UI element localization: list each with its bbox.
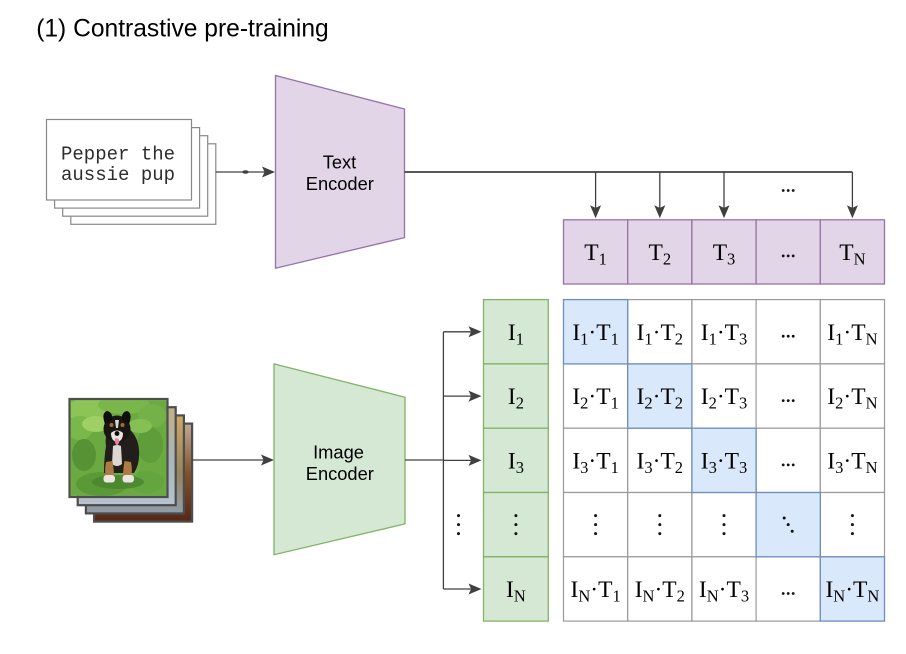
svg-text:I1​·T2​: I1​·T2​ <box>637 320 684 349</box>
svg-text:I1​·T3​: I1​·T3​ <box>701 320 748 349</box>
svg-text:I3​·T3​: I3​·T3​ <box>701 448 748 477</box>
svg-text:I3​·T2​: I3​·T2​ <box>637 448 684 477</box>
svg-text:aussie pup: aussie pup <box>61 164 175 186</box>
svg-text:IN​·T1​: IN​·T1​ <box>571 577 621 606</box>
svg-text:TN​: TN​ <box>839 240 865 269</box>
svg-text:I3​: I3​ <box>508 448 524 477</box>
svg-text:I1​·TN​: I1​·TN​ <box>827 320 877 349</box>
svg-text:I2​·T2​: I2​·T2​ <box>637 384 684 413</box>
svg-text:Encoder: Encoder <box>306 463 374 484</box>
svg-text:I3​·T1​: I3​·T1​ <box>572 448 619 477</box>
svg-text:I3​·TN​: I3​·TN​ <box>827 448 877 477</box>
svg-text:I2​·T3​: I2​·T3​ <box>701 384 748 413</box>
svg-text:Text: Text <box>323 152 357 173</box>
svg-text:T2​: T2​ <box>648 240 671 269</box>
svg-text:I2​·TN​: I2​·TN​ <box>827 384 877 413</box>
svg-text:IN​·T3​: IN​·T3​ <box>699 577 749 606</box>
svg-text:Encoder: Encoder <box>306 173 374 194</box>
svg-text:T3​: T3​ <box>713 240 736 269</box>
svg-text:Pepper the: Pepper the <box>61 144 175 166</box>
svg-text:IN​·T2​: IN​·T2​ <box>635 577 685 606</box>
svg-text:IN​: IN​ <box>506 577 526 606</box>
svg-text:Image: Image <box>313 442 364 463</box>
svg-text:I2​: I2​ <box>508 384 524 413</box>
svg-text:T1​: T1​ <box>584 240 607 269</box>
svg-text:I2​·T1​: I2​·T1​ <box>572 384 619 413</box>
svg-text:I1​: I1​ <box>508 320 524 349</box>
svg-text:IN​·TN​: IN​·TN​ <box>825 577 879 606</box>
svg-text:I1​·T1​: I1​·T1​ <box>572 320 619 349</box>
svg-text:(1) Contrastive pre-training: (1) Contrastive pre-training <box>36 15 329 42</box>
